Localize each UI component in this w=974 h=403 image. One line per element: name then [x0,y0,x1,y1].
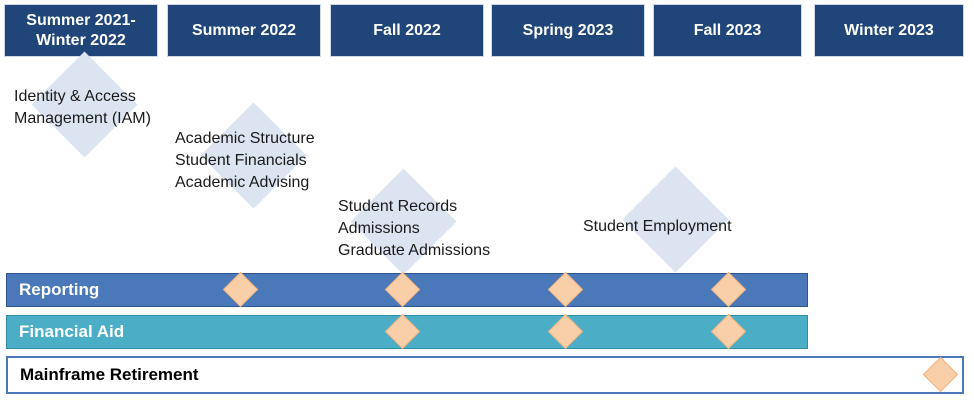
milestone-iam: Identity & Access Management (IAM) [14,86,151,130]
phase-header-fall-2022: Fall 2022 [330,4,484,57]
track-label: Financial Aid [19,322,125,341]
milestone-line: Identity & Access [14,88,136,105]
track-label: Reporting [19,280,100,299]
phase-header-fall-2023: Fall 2023 [653,4,802,57]
phase-header-spring-2023: Spring 2023 [491,4,645,57]
track-mainframe-retirement: Mainframe Retirement [6,356,964,394]
milestone-line: Management (IAM) [14,110,151,127]
milestone-records: Student Records Admissions Graduate Admi… [338,196,490,262]
phase-header-summer-2021-winter-2022: Summer 2021- Winter 2022 [4,4,158,57]
milestone-line: Academic Advising [175,174,310,191]
milestone-line: Academic Structure [175,130,315,147]
milestone-line: Graduate Admissions [338,242,491,259]
milestone-employment: Student Employment [583,216,732,238]
milestone-line: Admissions [338,220,420,237]
milestone-line: Student Records [338,198,458,215]
phase-header-summer-2022: Summer 2022 [167,4,321,57]
milestone-line: Student Financials [175,152,307,169]
phase-header-winter-2023: Winter 2023 [814,4,964,57]
milestone-line: Student Employment [583,218,732,235]
milestone-academic: Academic Structure Student Financials Ac… [175,128,315,194]
track-label: Mainframe Retirement [20,365,199,384]
